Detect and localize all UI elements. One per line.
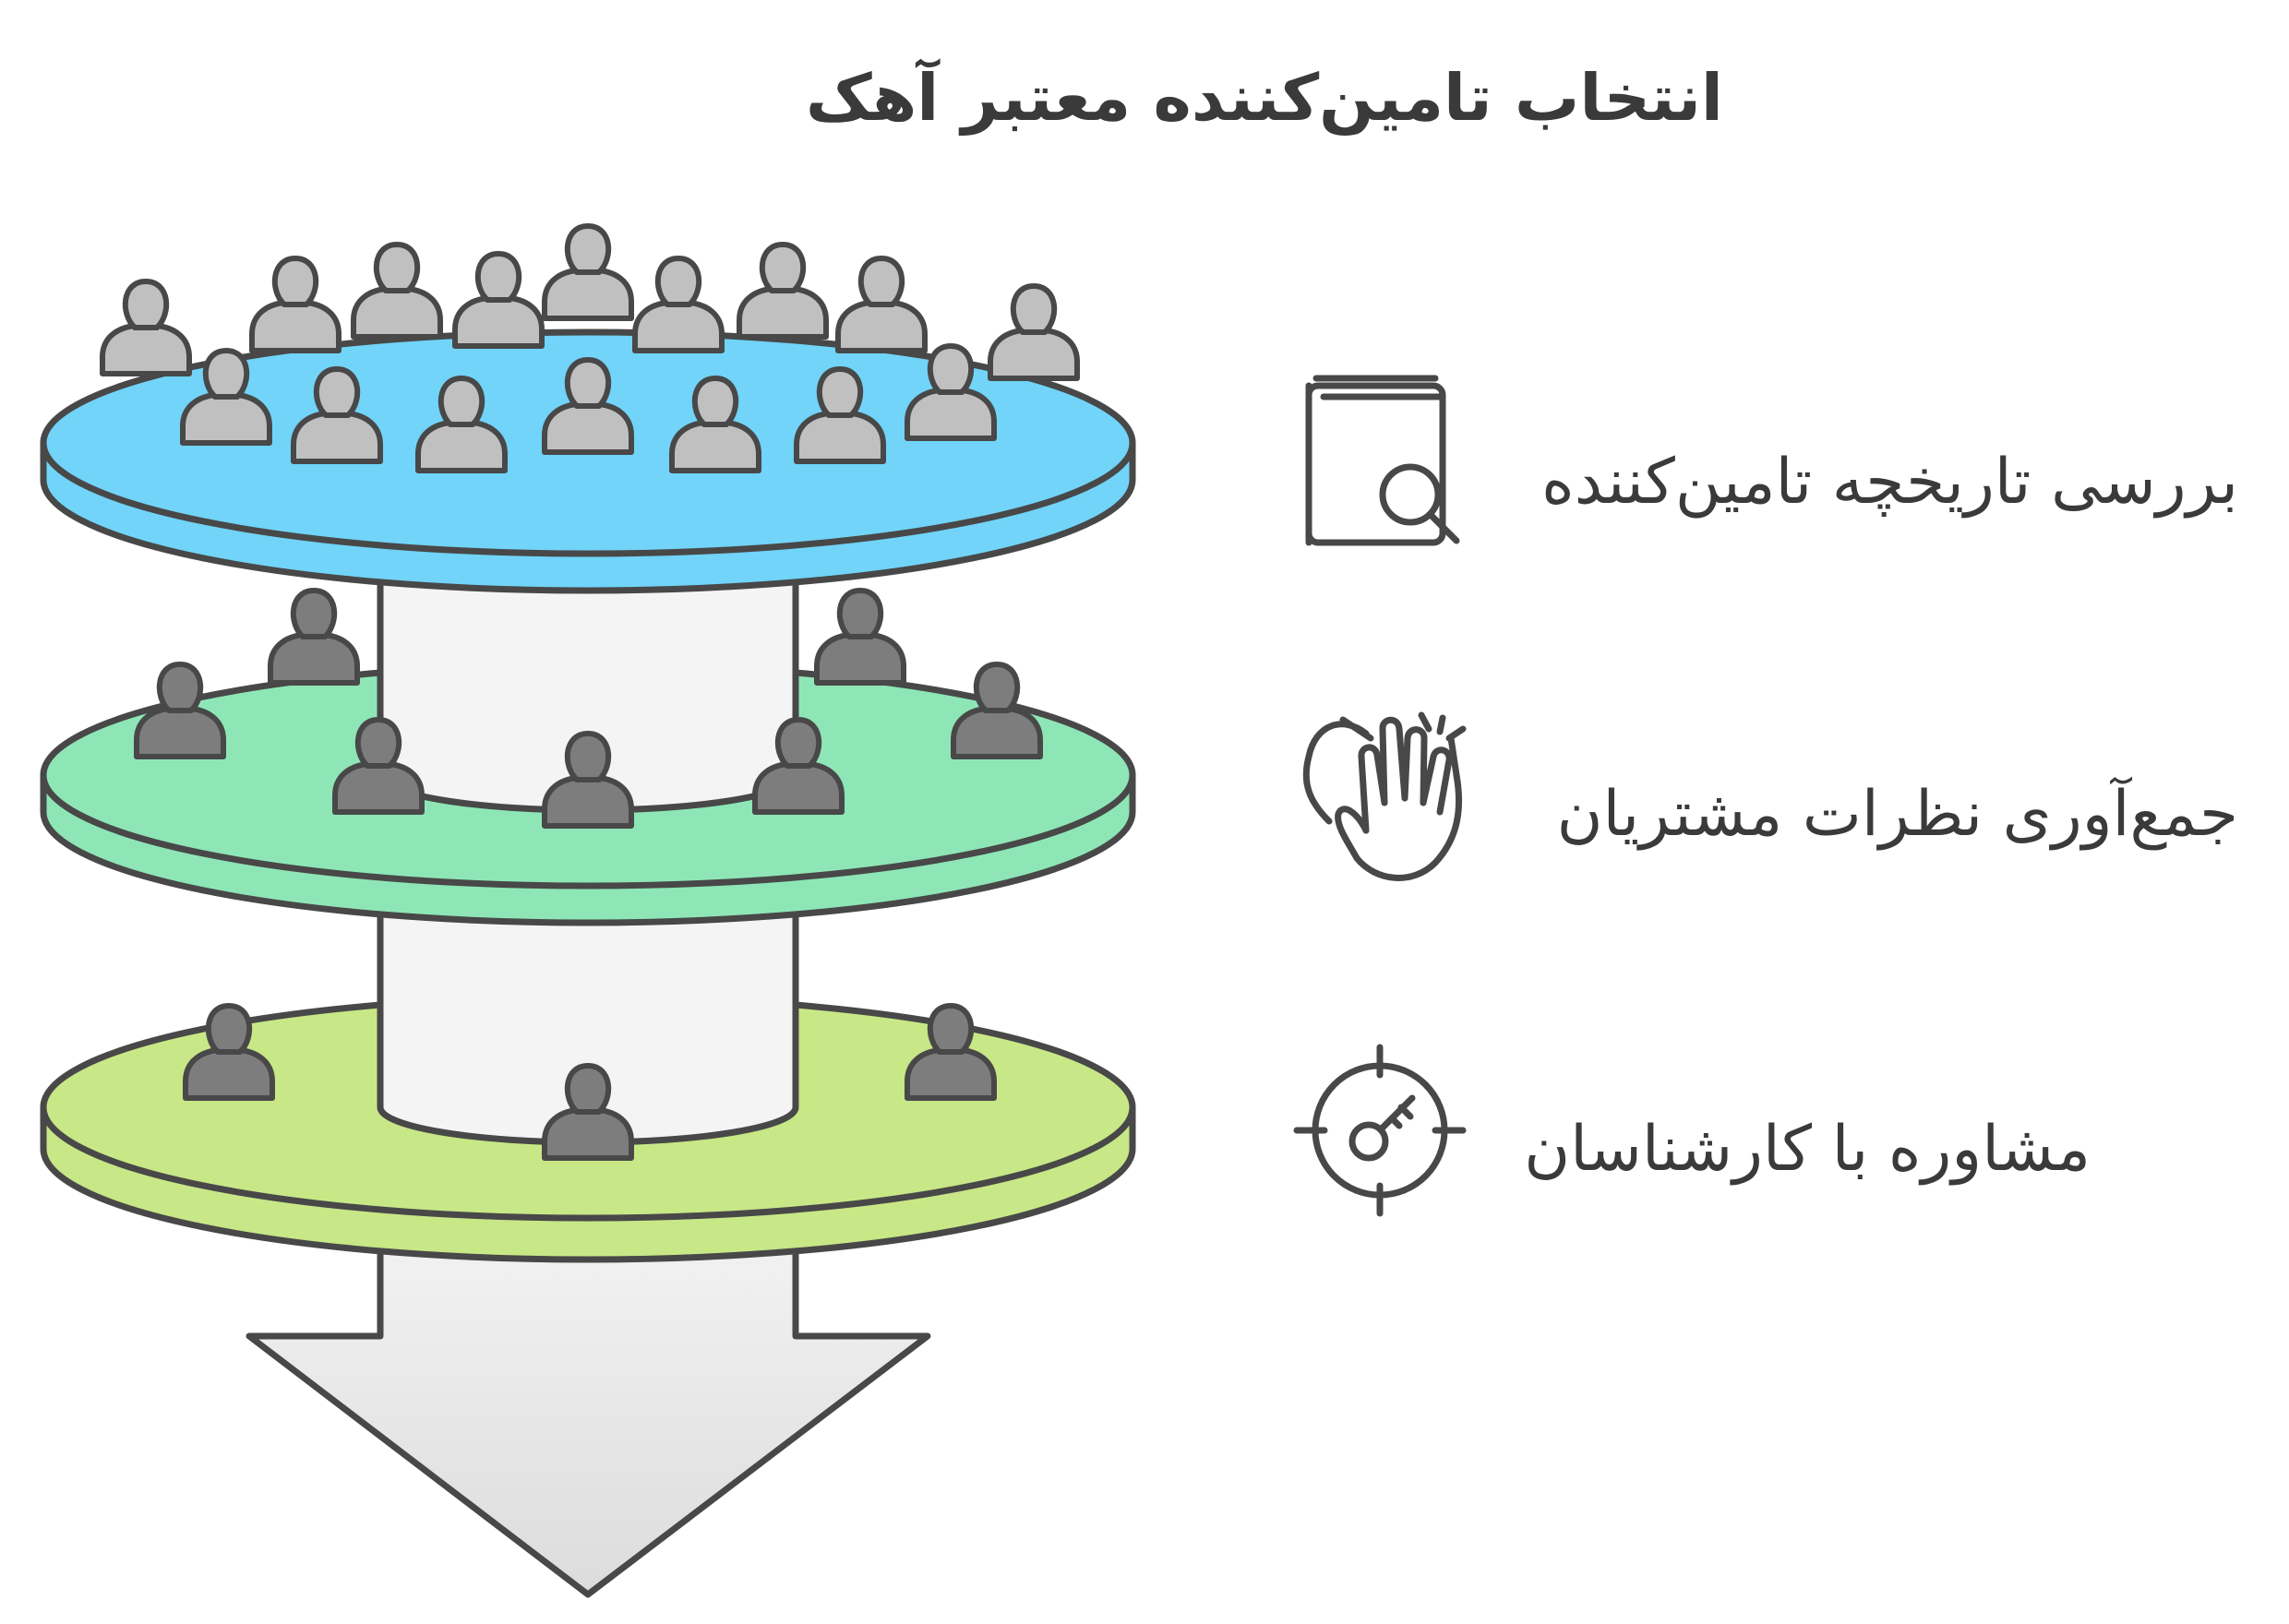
down-arrow <box>246 1233 931 1598</box>
stage-2-label: جمع‌آوری نظرات مشتریان <box>1557 776 2238 851</box>
person-icon <box>542 731 634 829</box>
people-layer <box>100 223 1080 1161</box>
stage-1-label: بررسی تاریخچه تامین‌کننده <box>1541 446 2238 519</box>
person-icon <box>814 588 906 686</box>
funnel-graphic <box>40 223 1136 1598</box>
person-icon <box>268 588 360 686</box>
stage-1-row: بررسی تاریخچه تامین‌کننده <box>1305 375 2238 546</box>
person-icon <box>835 256 928 353</box>
person-icon <box>100 279 192 376</box>
stage-2-row: جمع‌آوری نظرات مشتریان <box>1302 711 2238 881</box>
person-icon <box>737 242 829 340</box>
diagram-title: انتخاب تامین‌کننده معتبر آهک <box>806 58 1723 136</box>
person-icon <box>542 357 634 455</box>
person-icon <box>249 256 342 353</box>
person-icon <box>794 366 886 464</box>
person-icon <box>183 1003 275 1101</box>
person-icon <box>542 223 634 321</box>
book-search-icon <box>1305 375 1460 546</box>
person-icon <box>291 366 383 464</box>
clapping-hands-icon <box>1302 711 1467 881</box>
person-icon <box>669 376 761 473</box>
target-key-icon <box>1293 1044 1467 1217</box>
person-icon <box>134 662 226 759</box>
person-icon <box>988 283 1080 381</box>
person-icon <box>905 1003 997 1101</box>
person-icon <box>415 376 508 473</box>
person-icon <box>752 717 845 815</box>
person-icon <box>180 348 272 446</box>
person-icon <box>351 242 443 340</box>
person-icon <box>332 717 425 815</box>
stage-3-row: مشاوره با کارشناسان <box>1293 1044 2091 1217</box>
person-icon <box>905 343 997 441</box>
stage-3-label: مشاوره با کارشناسان <box>1524 1113 2091 1186</box>
person-icon <box>452 251 545 349</box>
person-icon <box>542 1063 634 1161</box>
person-icon <box>632 256 725 353</box>
person-icon <box>951 662 1043 759</box>
